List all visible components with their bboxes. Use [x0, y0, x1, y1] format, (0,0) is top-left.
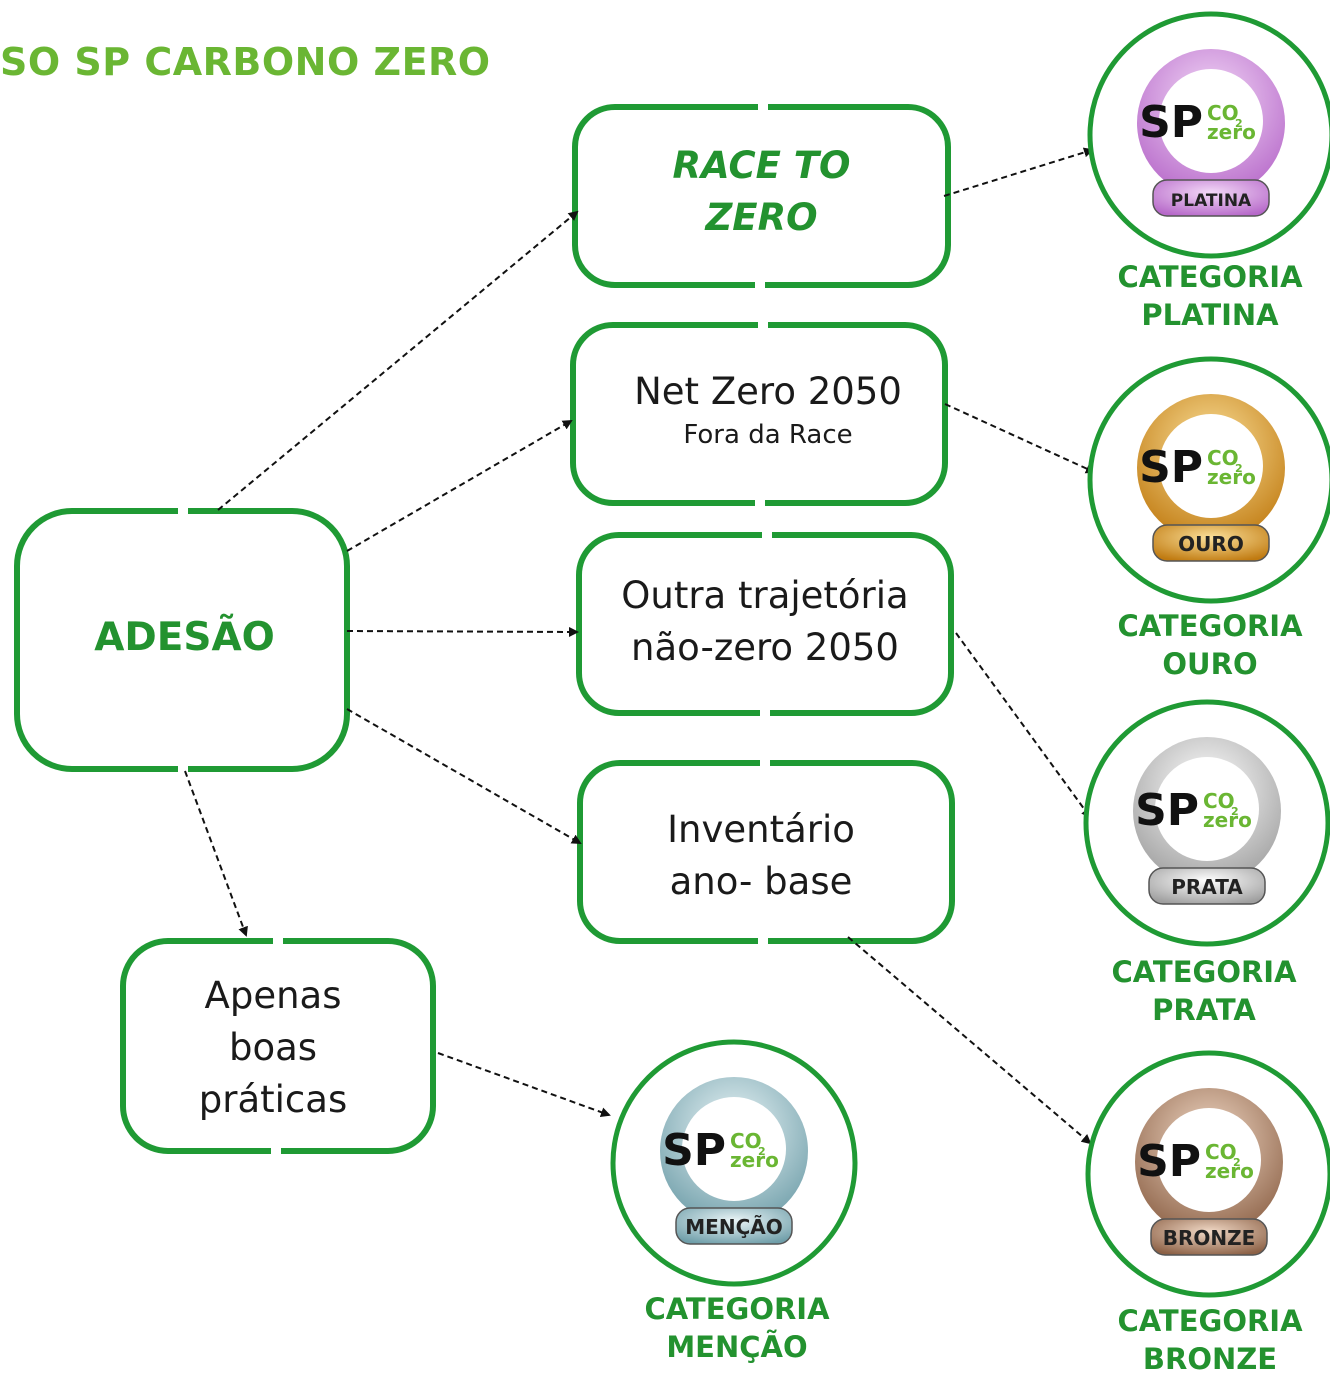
badge-platina-co2: CO — [1207, 101, 1239, 125]
badge-prata-zero: zero — [1203, 808, 1252, 832]
arrow-adesao-boas — [184, 770, 248, 937]
adesao-label: ADESÃO — [94, 615, 275, 660]
inventario-line1: Inventário — [667, 808, 855, 851]
outra-line1: Outra trajetória — [621, 574, 909, 617]
boas-line3: práticas — [198, 1078, 348, 1121]
badge-bronze-tag-label: BRONZE — [1163, 1226, 1256, 1250]
badge-prata-tag — [1148, 867, 1266, 905]
caption-platina-line1: CATEGORIA — [1117, 260, 1303, 294]
badge-platina-sp: SP — [1139, 97, 1203, 148]
caption-mencao: CATEGORIA MENÇÃO — [617, 1290, 857, 1366]
race-line2: ZERO — [705, 196, 818, 239]
caption-mencao-line1: CATEGORIA — [644, 1292, 830, 1326]
badge-ouro-sub2: 2 — [1235, 462, 1243, 475]
badge-ouro-inner — [1159, 414, 1263, 518]
node-race-to-zero: RACE TO ZERO — [575, 140, 948, 244]
node-net-zero: Net Zero 2050 Fora da Race — [573, 366, 963, 452]
badge-ouro-co2: CO — [1207, 446, 1239, 470]
badge-prata-inner — [1155, 757, 1259, 861]
badge-ouro-sp: SP — [1139, 442, 1203, 493]
badge-mencao-zero: zero — [730, 1148, 779, 1172]
badge-bronze-tag — [1150, 1218, 1268, 1256]
badge-platina-tag-label: PLATINA — [1171, 191, 1252, 211]
badge-ouro-tag — [1152, 524, 1270, 562]
caption-ouro-line2: OURO — [1162, 647, 1258, 681]
badge-bronze-sub2: 2 — [1233, 1156, 1241, 1169]
caption-ouro-line1: CATEGORIA — [1117, 609, 1303, 643]
caption-prata: CATEGORIA PRATA — [1084, 953, 1324, 1029]
node-inventario: Inventário ano- base — [575, 804, 947, 908]
node-boas-praticas: Apenas boas práticas — [118, 970, 428, 1126]
arrow-adesao-netzero — [346, 419, 573, 552]
caption-ouro: CATEGORIA OURO — [1090, 607, 1330, 683]
badge-bronze-co2: CO — [1205, 1140, 1237, 1164]
badge-platina-tag — [1152, 179, 1270, 217]
page-title: SO SP CARBONO ZERO — [0, 40, 491, 84]
caption-platina: CATEGORIA PLATINA — [1090, 258, 1330, 334]
badge-prata-sp: SP — [1135, 785, 1199, 836]
badge-prata-tag-label: PRATA — [1171, 875, 1243, 899]
arrow-race-platina — [943, 147, 1094, 197]
badge-prata-sub2: 2 — [1231, 805, 1239, 818]
badge-platina-zero: zero — [1207, 120, 1256, 144]
netzero-line2: Fora da Race — [683, 420, 853, 450]
arrow-outra-prata — [955, 632, 1092, 819]
arrow-adesao-outra — [346, 626, 579, 637]
badge-mencao-sub2: 2 — [758, 1145, 766, 1158]
caption-prata-line1: CATEGORIA — [1111, 955, 1297, 989]
arrow-netzero-ouro — [944, 403, 1096, 474]
caption-bronze-line1: CATEGORIA — [1117, 1304, 1303, 1338]
badge-bronze-zero: zero — [1205, 1159, 1254, 1183]
netzero-line1: Net Zero 2050 — [634, 370, 902, 413]
inventario-line2: ano- base — [669, 860, 853, 903]
caption-mencao-line2: MENÇÃO — [666, 1330, 808, 1364]
badge-ouro-tag-label: OURO — [1178, 532, 1244, 556]
race-line1: RACE TO — [672, 144, 851, 187]
caption-bronze: CATEGORIA BRONZE — [1090, 1302, 1330, 1378]
arrow-adesao-inventario — [346, 708, 582, 844]
node-adesao: ADESÃO — [17, 612, 352, 664]
caption-platina-line2: PLATINA — [1141, 298, 1279, 332]
badge-mencao-co2: CO — [730, 1129, 762, 1153]
caption-prata-line2: PRATA — [1152, 993, 1256, 1027]
badge-mencao-tag-label: MENÇÃO — [685, 1215, 782, 1239]
badge-prata-co2: CO — [1203, 789, 1235, 813]
outra-line2: não-zero 2050 — [631, 626, 899, 669]
arrow-inventario-bronze — [847, 936, 1092, 1145]
badge-platina-inner — [1159, 69, 1263, 173]
boas-line1: Apenas — [204, 974, 342, 1017]
badge-ouro-zero: zero — [1207, 465, 1256, 489]
badge-platina-sub2: 2 — [1235, 117, 1243, 130]
arrow-boas-mencao — [437, 1052, 611, 1117]
badge-bronze-sp: SP — [1137, 1136, 1201, 1187]
badge-bronze-inner — [1157, 1108, 1261, 1212]
arrow-adesao-race — [217, 210, 579, 511]
caption-bronze-line2: BRONZE — [1142, 1342, 1278, 1376]
badge-mencao-inner — [682, 1097, 786, 1201]
badge-mencao-sp: SP — [662, 1125, 726, 1176]
node-outra: Outra trajetória não-zero 2050 — [579, 570, 951, 674]
badge-mencao-tag — [675, 1207, 793, 1245]
boas-line2: boas — [228, 1026, 318, 1069]
